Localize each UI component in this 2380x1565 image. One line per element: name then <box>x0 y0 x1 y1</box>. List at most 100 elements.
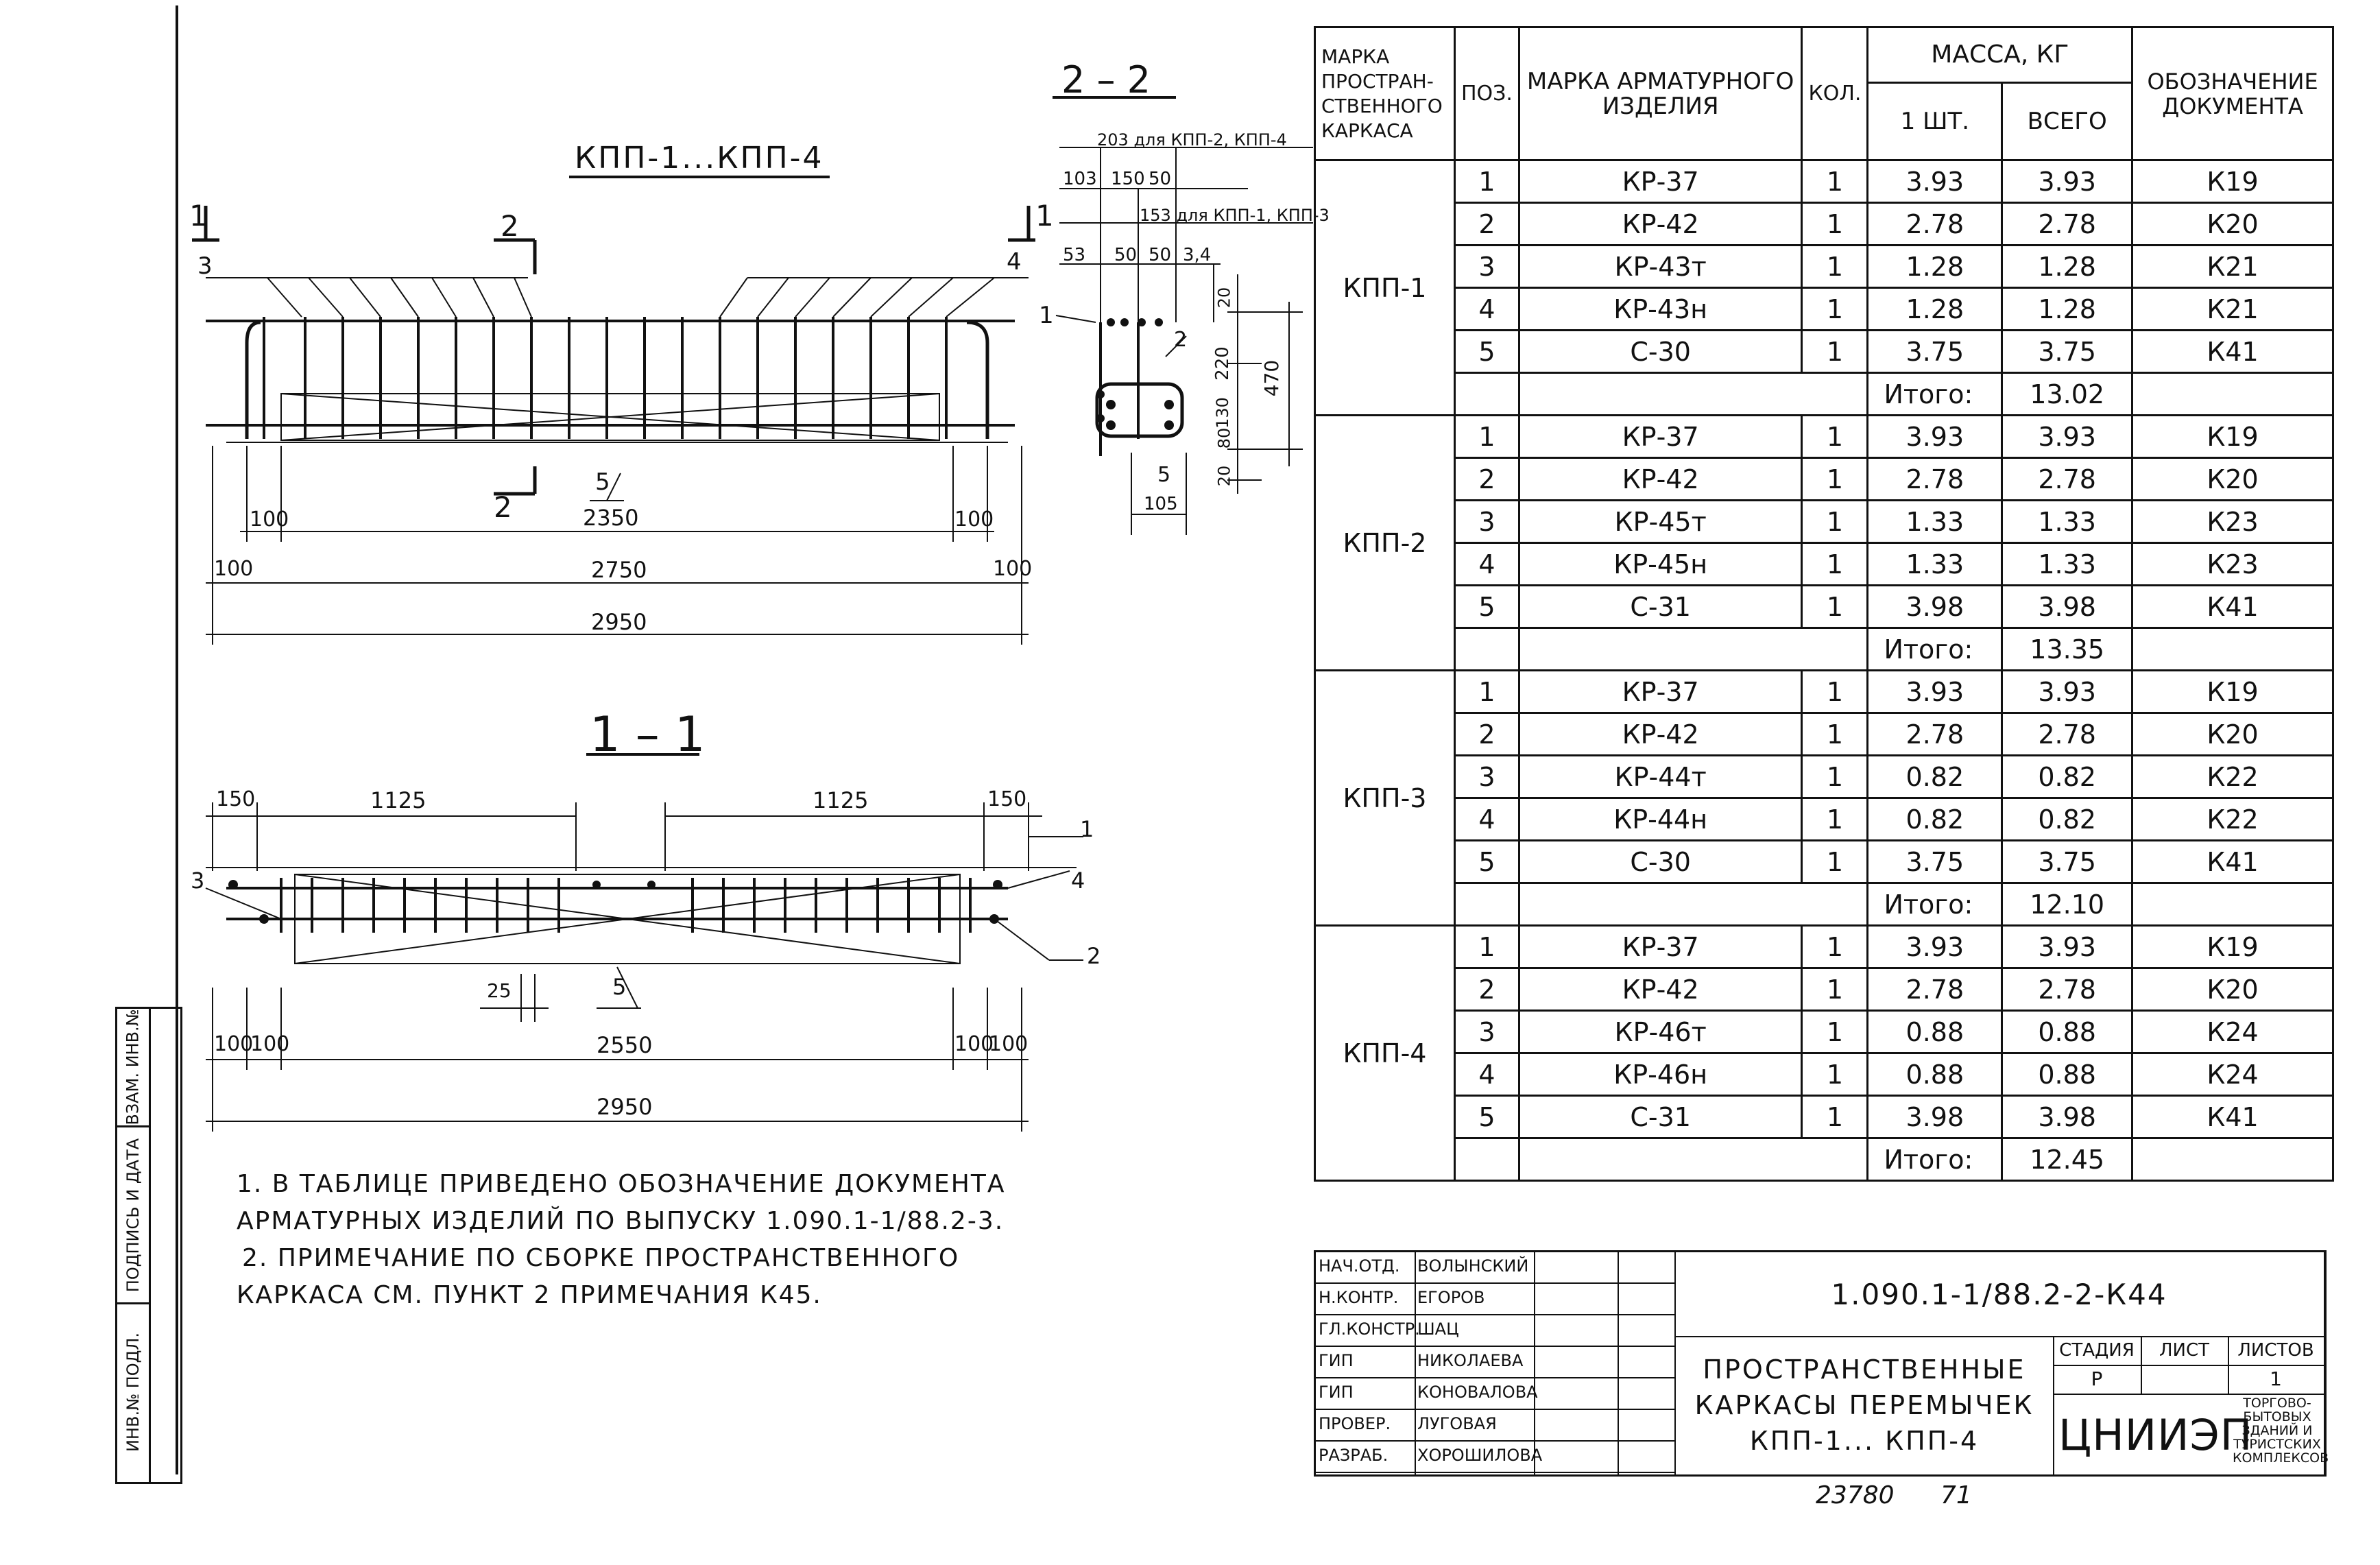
sheets-value: 1 <box>2270 1367 2282 1390</box>
signer-row: Н.КОНТР.ЕГОРОВ <box>1316 1284 1674 1315</box>
sheets-label: ЛИСТОВ <box>2237 1340 2314 1361</box>
mass-total-cell: 0.82 <box>2001 797 2134 841</box>
mass-one-cell: 0.82 <box>1866 797 2004 841</box>
mark-2: 2 <box>1174 328 1188 352</box>
mark-2-top: 2 <box>501 209 519 243</box>
qty-cell: 1 <box>1801 1095 1869 1139</box>
mark-4: 4 <box>1071 868 1085 894</box>
dim-150: 150 <box>987 787 1027 811</box>
doc-cell: К41 <box>2131 584 2334 629</box>
pos-cell: 3 <box>1453 499 1520 544</box>
title-line: КАРКАСЫ ПЕРЕМЫЧЕК <box>1694 1390 2034 1420</box>
doc-cell: К21 <box>2131 287 2334 331</box>
qty-cell: 1 <box>1801 159 1869 204</box>
section-1-1-title: 1 – 1 <box>590 706 706 763</box>
qty-cell: 1 <box>1801 329 1869 374</box>
footer-number: 23780 <box>1816 1481 1895 1509</box>
mass-one-cell: 2.78 <box>1866 712 2004 756</box>
mass-total-cell: 3.98 <box>2001 1095 2134 1139</box>
item-mark-cell: С-30 <box>1517 839 1803 884</box>
dim-150: 150 <box>1111 169 1145 189</box>
item-mark-cell: КР-37 <box>1517 669 1803 714</box>
item-mark-cell: С-31 <box>1517 1095 1803 1139</box>
signer-role: Н.КОНТР. <box>1319 1288 1399 1307</box>
signer-role: ПРОВЕР. <box>1319 1414 1391 1433</box>
item-mark-cell: КР-42 <box>1517 712 1803 756</box>
mark-1: 1 <box>1080 816 1094 842</box>
mass-total-cell: 3.93 <box>2001 669 2134 714</box>
note-line: 1. В ТАБЛИЦЕ ПРИВЕДЕНО ОБОЗНАЧЕНИЕ ДОКУМ… <box>237 1170 1006 1198</box>
spec-table: МАРКА ПРОСТРАН- СТВЕННОГО КАРКАСА ПОЗ. М… <box>1314 26 2334 1182</box>
group-total: 12.45 <box>2001 1137 2134 1182</box>
mass-one-cell: 3.93 <box>1866 414 2004 459</box>
mass-one-cell: 2.78 <box>1866 967 2004 1012</box>
mass-one-cell: 1.28 <box>1866 287 2004 331</box>
note-line: 2. ПРИМЕЧАНИЕ ПО СБОРКЕ ПРОСТРАНСТВЕННОГ… <box>242 1244 960 1272</box>
mark-2: 2 <box>1087 943 1101 969</box>
signer-role: ГИП <box>1319 1383 1354 1402</box>
mass-total-cell: 0.88 <box>2001 1052 2134 1097</box>
dim-100: 100 <box>993 557 1033 581</box>
pos-cell: 2 <box>1453 457 1520 501</box>
item-mark-cell: КР-37 <box>1517 159 1803 204</box>
pos-cell: 1 <box>1453 414 1520 459</box>
stage-label: СТАДИЯ <box>2059 1340 2135 1361</box>
mark-1-left: 1 <box>189 199 208 232</box>
mass-one-cell: 0.88 <box>1866 1052 2004 1097</box>
mass-total-cell: 2.78 <box>2001 202 2134 246</box>
note-line: КАРКАСА СМ. ПУНКТ 2 ПРИМЕЧАНИЯ К45. <box>237 1281 822 1309</box>
pos-cell: 2 <box>1453 202 1520 246</box>
item-mark-cell: КР-45н <box>1517 542 1803 586</box>
total-row: Итого:12.10 <box>1315 882 2334 927</box>
pos-cell: 2 <box>1453 712 1520 756</box>
mass-total-cell: 3.93 <box>2001 924 2134 969</box>
qty-cell: 1 <box>1801 287 1869 331</box>
mass-total-cell: 1.33 <box>2001 499 2134 544</box>
sheet-frame <box>176 5 2372 1474</box>
signer-name: ШАЦ <box>1417 1319 1459 1339</box>
mass-one-cell: 2.78 <box>1866 202 2004 246</box>
doc-cell: К21 <box>2131 244 2334 289</box>
itogo-label: Итого: <box>1866 372 2004 416</box>
dim-50: 50 <box>1114 245 1138 265</box>
mass-one-cell: 0.82 <box>1866 754 2004 799</box>
dim-153-note: 153 для КПП-1, КПП-3 <box>1140 206 1330 225</box>
item-mark-cell: КР-43н <box>1517 287 1803 331</box>
stage-value: Р <box>2091 1367 2103 1390</box>
mass-one-cell: 3.98 <box>1866 584 2004 629</box>
frame-mark-cell: КПП-1 <box>1314 159 1456 416</box>
mark-1: 1 <box>1039 302 1054 329</box>
mass-total-cell: 3.75 <box>2001 839 2134 884</box>
mass-one-cell: 3.75 <box>1866 839 2004 884</box>
qty-cell: 1 <box>1801 924 1869 969</box>
item-mark-cell: КР-37 <box>1517 924 1803 969</box>
dim-470: 470 <box>1260 359 1284 397</box>
mass-total-cell: 3.93 <box>2001 414 2134 459</box>
doc-cell: К20 <box>2131 712 2334 756</box>
header-doc: ОБОЗНАЧЕНИЕ ДОКУМЕНТА <box>2131 26 2334 161</box>
dim-103: 103 <box>1063 169 1097 189</box>
pos-cell: 5 <box>1453 584 1520 629</box>
item-mark-cell: КР-46н <box>1517 1052 1803 1097</box>
dim-100: 100 <box>954 507 994 531</box>
item-mark-cell: КР-44т <box>1517 754 1803 799</box>
signer-role: НАЧ.ОТД. <box>1319 1256 1400 1276</box>
dim-53: 53 <box>1063 245 1086 265</box>
header-item-mark: МАРКА АРМАТУРНОГО ИЗДЕЛИЯ <box>1517 26 1803 161</box>
dim-105: 105 <box>1144 494 1178 514</box>
doc-cell: К41 <box>2131 839 2334 884</box>
mass-one-cell: 3.93 <box>1866 924 2004 969</box>
signer-name: ЛУГОВАЯ <box>1417 1414 1497 1433</box>
org-name: ЦНИИЭП <box>2058 1410 2253 1460</box>
item-mark-cell: КР-42 <box>1517 457 1803 501</box>
document-code: 1.090.1-1/88.2-2-К44 <box>1831 1277 2167 1311</box>
mark-5: 5 <box>1157 463 1171 487</box>
mass-one-cell: 2.78 <box>1866 457 2004 501</box>
item-mark-cell: С-30 <box>1517 329 1803 374</box>
